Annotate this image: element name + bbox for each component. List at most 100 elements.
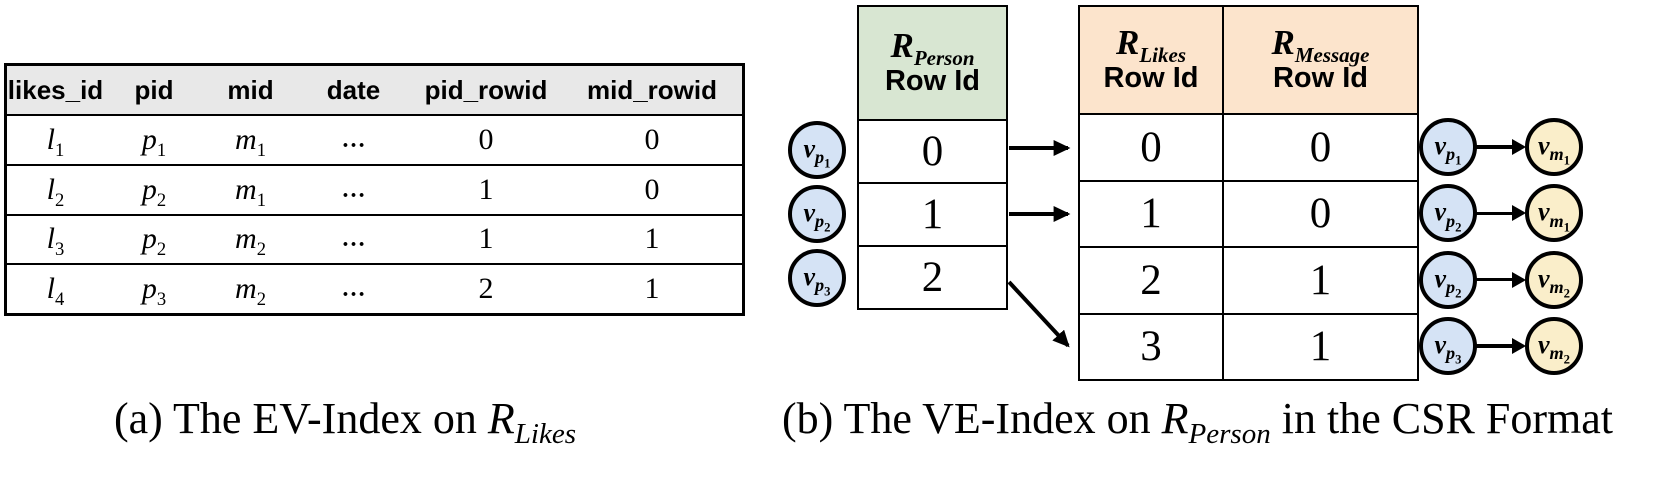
csr-rowid-cell: 1 bbox=[1222, 246, 1417, 313]
cell-value: … bbox=[341, 126, 366, 153]
edge-arrow bbox=[1475, 277, 1516, 282]
person-vertex-circle: vp2 bbox=[1419, 184, 1477, 243]
caption-text: in the CSR Format bbox=[1270, 394, 1613, 443]
cell-value: 0 bbox=[644, 122, 660, 156]
person-rowid-cell: 1 bbox=[859, 182, 1006, 245]
csr-rowid-cell: 3 bbox=[1080, 312, 1222, 380]
table-cell: l3 bbox=[7, 216, 104, 264]
person-vertex-circle: vp1 bbox=[788, 121, 846, 179]
message-vertex-circle: vm1 bbox=[1525, 184, 1583, 243]
ev-index-table: likes_id pid mid date pid_rowid mid_rowid l1 p1… bbox=[4, 63, 745, 316]
cell-value: … bbox=[341, 176, 366, 203]
cell-value: m1 bbox=[235, 122, 266, 161]
rowid-label: Row Id bbox=[1272, 61, 1369, 94]
vertex-label: vm1 bbox=[1537, 197, 1571, 235]
table-cell: l4 bbox=[7, 265, 104, 313]
rowid-label: Row Id bbox=[884, 64, 981, 97]
cell-value: l3 bbox=[46, 222, 65, 261]
cell-value: 2 bbox=[478, 272, 494, 306]
cell-value: 1 bbox=[478, 222, 494, 256]
table-cell: p1 bbox=[104, 116, 204, 164]
column-header: pid bbox=[134, 75, 174, 105]
message-vertex-circle: vm1 bbox=[1525, 118, 1583, 176]
edge-pair: vp2 vm1 bbox=[1419, 184, 1583, 243]
vertex-label: vp1 bbox=[803, 134, 831, 171]
edge-pair: vp3 vm2 bbox=[1419, 316, 1583, 375]
column-header: pid_rowid bbox=[424, 75, 548, 105]
cell-value: m2 bbox=[235, 222, 266, 261]
person-vertex-circle: vp2 bbox=[788, 185, 846, 243]
vertex-label: vp2 bbox=[1434, 197, 1462, 235]
cell-value: 0 bbox=[478, 122, 494, 156]
table-cell: m1 bbox=[204, 116, 297, 164]
csr-rowid-cell: 0 bbox=[1222, 113, 1417, 180]
table-cell: … bbox=[297, 166, 410, 214]
relation-symbol: RPerson bbox=[1161, 394, 1271, 450]
cell-value: m1 bbox=[235, 172, 266, 211]
table-header-row: likes_id pid mid date pid_rowid mid_rowid bbox=[7, 66, 742, 114]
table-cell: 1 bbox=[410, 166, 562, 214]
csr-rowid-cell: 1 bbox=[1080, 179, 1222, 247]
relation-symbol: RMessage bbox=[1271, 22, 1370, 67]
caption-text: (a) The EV-Index on bbox=[113, 394, 488, 443]
cell-value: 1 bbox=[478, 172, 494, 206]
column-header: date bbox=[326, 75, 381, 105]
vertex-label: vm1 bbox=[1537, 131, 1571, 168]
vertex-label: vp1 bbox=[1434, 131, 1462, 168]
relation-name: RMessage bbox=[1271, 22, 1370, 67]
table-cell: p3 bbox=[104, 265, 204, 313]
table-cell: … bbox=[297, 265, 410, 313]
cell-value: p3 bbox=[141, 272, 167, 311]
vertex-label: vm2 bbox=[1537, 329, 1571, 367]
csr-rowid-cell: 2 bbox=[1080, 246, 1222, 313]
edge-pair: vp1 vm1 bbox=[1419, 118, 1583, 176]
person-vertex-circle: vp3 bbox=[1419, 316, 1477, 375]
cell-value: … bbox=[341, 226, 366, 253]
csr-rowid-cell: 0 bbox=[1080, 113, 1222, 180]
table-row: l3 p2 m2 … 1 1 bbox=[7, 213, 742, 264]
cell-value: p2 bbox=[141, 172, 167, 211]
relation-symbol: RLikes bbox=[487, 394, 577, 450]
table-cell: … bbox=[297, 116, 410, 164]
cell-value: p1 bbox=[141, 122, 167, 161]
column-header: mid_rowid bbox=[586, 75, 717, 105]
cell-value: … bbox=[341, 276, 366, 303]
column-header: mid bbox=[227, 75, 274, 105]
table-cell: m2 bbox=[204, 265, 297, 313]
table-cell: l1 bbox=[7, 116, 104, 164]
table-cell: m2 bbox=[204, 216, 297, 264]
relation-name: RPerson bbox=[890, 25, 975, 70]
person-vertex-circle: vp3 bbox=[788, 249, 846, 307]
vertex-label: vp2 bbox=[1434, 263, 1462, 301]
rowid-label: Row Id bbox=[1103, 61, 1199, 94]
cell-value: p2 bbox=[141, 222, 167, 261]
edge-arrow bbox=[1475, 344, 1516, 348]
person-rowid-cell: 2 bbox=[859, 245, 1006, 308]
person-vertex-circle: vp1 bbox=[1419, 118, 1477, 176]
table-cell: 0 bbox=[410, 116, 562, 164]
edge-arrow bbox=[1475, 145, 1516, 149]
cell-value: 0 bbox=[644, 172, 660, 206]
csr-offset-arrow bbox=[1007, 280, 1070, 348]
table-cell: 2 bbox=[410, 265, 562, 313]
table-cell: 1 bbox=[562, 216, 742, 264]
column-header: likes_id bbox=[7, 75, 104, 105]
cell-value: 1 bbox=[644, 272, 660, 306]
table-cell: … bbox=[297, 216, 410, 264]
cell-value: l1 bbox=[46, 122, 65, 161]
relation-symbol: RPerson bbox=[890, 25, 975, 70]
caption-text: (b) The VE-Index on bbox=[782, 394, 1162, 443]
vertex-label: vp2 bbox=[803, 198, 831, 235]
person-rowid-cell: 0 bbox=[859, 121, 1006, 182]
table-cell: 0 bbox=[562, 166, 742, 214]
caption-b: (b) The VE-Index on RPerson in the CSR F… bbox=[740, 393, 1655, 450]
relation-symbol: RLikes bbox=[1115, 22, 1186, 67]
caption-a: (a) The EV-Index on RLikes bbox=[0, 393, 690, 450]
